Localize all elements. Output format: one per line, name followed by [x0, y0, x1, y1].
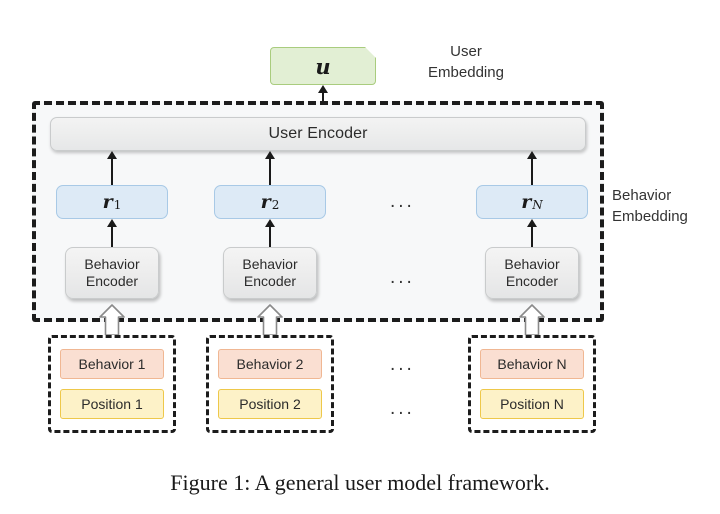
arrow-encoder2-to-r2 [269, 226, 271, 247]
behavior-embedding-subscript-n: N [532, 198, 543, 212]
user-encoder-label: User Encoder [268, 125, 368, 142]
behavior-encoder-label-1-line1: Behavior [84, 256, 140, 272]
label-behavior-embedding: Behavior Embedding [612, 185, 716, 227]
behavior-chip-2: Behavior 2 [218, 348, 322, 379]
ellipsis-behavior-row: ... [390, 354, 415, 375]
position-chip-n: Position N [480, 389, 584, 420]
behavior-embedding-symbol-1: r [102, 191, 113, 213]
behavior-embedding-symbol-2: r [260, 191, 271, 213]
behavior-encoder-label-2-line1: Behavior [242, 256, 298, 272]
behavior-encoder-block-1: Behavior Encoder [65, 247, 159, 299]
arrow-encoderN-to-rN [531, 226, 533, 247]
input-group-1: Behavior 1 Position 1 [48, 335, 176, 433]
input-group-n: Behavior N Position N [468, 335, 596, 433]
label-user-embedding: User Embedding [404, 41, 528, 83]
behavior-encoder-label-2-line2: Encoder [243, 273, 297, 289]
ellipsis-encoder-row: ... [390, 267, 415, 288]
behavior-embedding-subscript-1: 1 [113, 198, 122, 212]
behavior-embedding-symbol-n: r [521, 191, 532, 213]
behavior-encoder-label-1-line2: Encoder [85, 273, 139, 289]
behavior-encoder-label-n-line2: Encoder [505, 273, 559, 289]
label-user-embedding-line2: Embedding [428, 64, 504, 81]
block-arrow-up-icon-2 [257, 304, 283, 336]
ellipsis-embedding-row: ... [390, 191, 415, 212]
behavior-encoder-block-2: Behavior Encoder [223, 247, 317, 299]
position-chip-2: Position 2 [218, 389, 322, 420]
label-behavior-embedding-line1: Behavior [612, 187, 672, 204]
arrow-r1-to-user-encoder [111, 158, 113, 185]
behavior-embedding-subscript-2: 2 [271, 198, 280, 212]
behavior-chip-n: Behavior N [480, 348, 584, 379]
input-group-2: Behavior 2 Position 2 [206, 335, 334, 433]
ellipsis-position-row: ... [390, 398, 415, 419]
user-encoder-block: User Encoder [50, 117, 586, 151]
position-chip-1: Position 1 [60, 389, 164, 420]
arrow-encoder1-to-r1 [111, 226, 113, 247]
behavior-chip-1: Behavior 1 [60, 348, 164, 379]
user-embedding-box: u [270, 47, 376, 85]
arrow-rN-to-user-encoder [531, 158, 533, 185]
figure-caption: Figure 1: A general user model framework… [170, 470, 550, 495]
arrow-r2-to-user-encoder [269, 158, 271, 185]
label-behavior-embedding-line2: Embedding [612, 208, 688, 225]
label-user-embedding-line1: User [450, 43, 482, 60]
block-arrow-up-icon-1 [99, 304, 125, 336]
behavior-encoder-label-n-line1: Behavior [504, 256, 560, 272]
behavior-encoder-block-n: Behavior Encoder [485, 247, 579, 299]
user-embedding-symbol: u [315, 53, 331, 79]
block-arrow-up-icon-n [519, 304, 545, 336]
